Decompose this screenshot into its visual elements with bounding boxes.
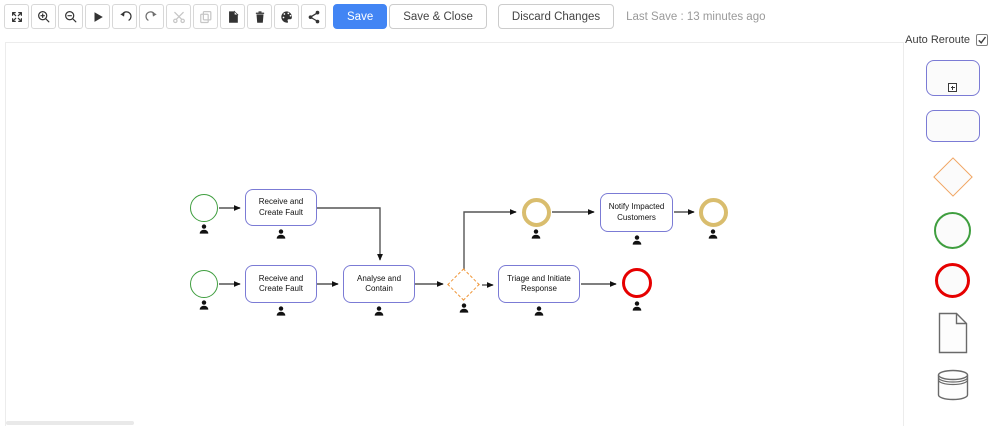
auto-reroute-label: Auto Reroute [905, 34, 970, 46]
intermediate-event-1[interactable] [522, 198, 551, 227]
fit-screen-icon [11, 11, 22, 22]
task-label: Triage and Initiate Response [507, 273, 571, 293]
paste-icon [228, 9, 239, 23]
person-icon [276, 306, 286, 316]
auto-reroute-checkbox[interactable] [976, 34, 988, 46]
last-save-status: Last Save : 13 minutes ago [626, 10, 766, 23]
copy-icon [199, 10, 211, 23]
redo-button[interactable] [139, 4, 164, 29]
copy-button[interactable] [193, 4, 218, 29]
diagram-canvas[interactable] [5, 42, 904, 426]
person-icon [459, 303, 469, 313]
task-notify-impacted-customers[interactable]: Notify Impacted Customers [600, 193, 673, 232]
person-icon [199, 300, 209, 310]
undo-button[interactable] [112, 4, 137, 29]
palette-gateway-wrap [932, 156, 974, 198]
task-receive-create-fault-1[interactable]: Receive and Create Fault [245, 189, 317, 226]
palette-start-event-shape[interactable] [934, 212, 971, 249]
intermediate-event-2[interactable] [699, 198, 728, 227]
palette-document-shape[interactable] [938, 312, 968, 354]
zoom-in-button[interactable] [31, 4, 56, 29]
zoom-in-icon [37, 10, 49, 22]
zoom-out-button[interactable] [58, 4, 83, 29]
share-icon [308, 10, 319, 23]
share-button[interactable] [301, 4, 326, 29]
person-icon [276, 229, 286, 239]
task-analyse-and-contain[interactable]: Analyse and Contain [343, 265, 415, 303]
task-label: Receive and Create Fault [258, 273, 304, 293]
person-icon [531, 229, 541, 239]
person-icon [374, 306, 384, 316]
plus-icon [948, 83, 957, 92]
auto-reroute-row: Auto Reroute [905, 34, 1000, 46]
shape-palette-panel: Auto Reroute [905, 34, 1000, 402]
undo-icon [119, 10, 132, 21]
palette-task-shape[interactable] [925, 110, 980, 142]
cut-icon [172, 11, 185, 23]
start-event-1[interactable] [190, 194, 218, 222]
task-triage-initiate-response[interactable]: Triage and Initiate Response [498, 265, 580, 303]
palette-gateway-shape[interactable] [932, 157, 973, 197]
play-icon [94, 11, 103, 22]
task-label: Notify Impacted Customers [608, 202, 665, 222]
redo-icon [144, 10, 157, 21]
person-icon [534, 306, 544, 316]
end-event[interactable] [622, 268, 652, 298]
save-button[interactable]: Save [333, 4, 388, 29]
paste-button[interactable] [220, 4, 245, 29]
trash-icon [255, 10, 264, 23]
start-event-2[interactable] [190, 270, 218, 298]
task-label: Receive and Create Fault [258, 197, 304, 217]
horizontal-scrollbar[interactable] [6, 421, 134, 425]
person-icon [632, 301, 642, 311]
save-and-close-button[interactable]: Save & Close [389, 4, 487, 29]
person-icon [199, 224, 209, 234]
theme-button[interactable] [274, 4, 299, 29]
palette-items [905, 60, 1000, 402]
fit-screen-button[interactable] [4, 4, 29, 29]
palette-subprocess-shape[interactable] [925, 60, 980, 96]
toolbar: Save Save & Close Discard Changes Last S… [4, 4, 766, 29]
palette-icon [280, 10, 292, 23]
palette-end-event-shape[interactable] [935, 263, 970, 298]
palette-datastore-shape[interactable] [936, 368, 970, 402]
discard-changes-button[interactable]: Discard Changes [497, 4, 615, 29]
task-label: Analyse and Contain [356, 273, 402, 293]
person-icon [708, 229, 718, 239]
delete-button[interactable] [247, 4, 272, 29]
play-button[interactable] [85, 4, 110, 29]
checkmark-icon [978, 36, 987, 44]
cut-button[interactable] [166, 4, 191, 29]
zoom-out-icon [64, 10, 76, 22]
task-receive-create-fault-2[interactable]: Receive and Create Fault [245, 265, 317, 303]
person-icon [632, 235, 642, 245]
